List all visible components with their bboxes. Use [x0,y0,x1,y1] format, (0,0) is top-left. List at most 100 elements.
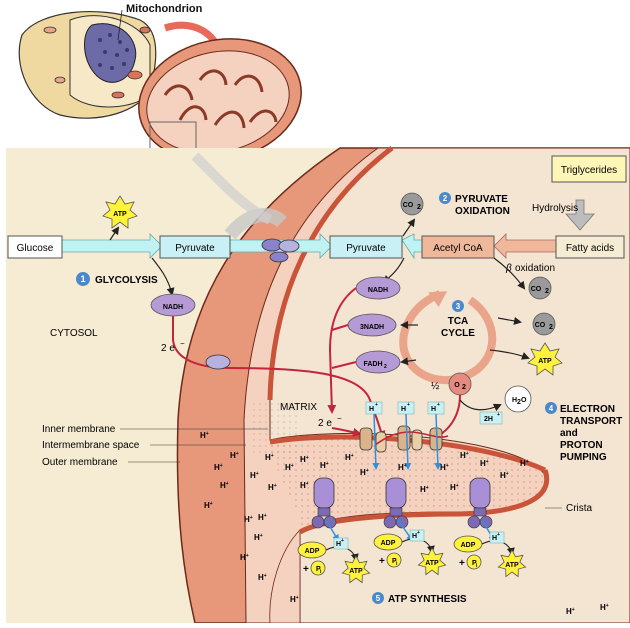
triglycerides-label: Triglycerides [561,165,617,176]
tca-atp-icon [527,342,563,376]
atp-product-icon [497,549,527,578]
beta-oxidation-label: oxidation [515,263,555,274]
intermembrane-protons: H+H+H+H+H+H+H+H+H+H+H+H+H+H+H+H+H+H+H+H+… [200,431,609,616]
glucose-to-pyruvate-arrow [61,233,163,259]
cytosol-label: CYTOSOL [50,328,98,339]
svg-text:CYCLE: CYCLE [441,328,475,339]
step3-circle [452,300,464,312]
plus-sign: + [459,558,465,569]
svg-text:and: and [560,428,578,439]
acetyl-coa-label: Acetyl CoA [433,243,483,254]
svg-text:PYRUVATE: PYRUVATE [455,194,508,205]
half-symbol: ½ [431,381,440,392]
step1-circle [76,272,90,286]
svg-text:PROTON: PROTON [560,440,603,451]
hydrolysis-label: Hydrolysis [532,203,578,214]
pi-subscript: i [396,561,398,567]
proton-label: H+ [265,453,274,462]
svg-text:5: 5 [376,594,381,603]
electron-label-cytosol: 2 e [161,343,175,354]
pi-label: P [316,566,321,573]
zoom-connector [191,152,273,225]
step2-circle [439,192,451,204]
matrix-electron-path [327,287,357,414]
svg-text:O: O [454,382,460,389]
matrix-label: MATRIX [280,402,317,413]
proton-label: H+ [214,463,223,472]
svg-text:H: H [401,406,406,413]
fatty-acids-label: Fatty acids [566,243,614,254]
atp-product-label: ATP [425,560,439,567]
inner-membrane-shuttle [205,354,231,370]
glycolysis-electron-path [172,316,386,440]
h-plus-superscript: + [417,530,420,536]
step4-circle [545,402,557,414]
mitochondrion-leader-line [117,9,123,41]
h-plus-superscript: + [341,538,344,544]
svg-text:O: O [521,397,527,404]
proton-label: H+ [566,607,575,616]
svg-text:2H: 2H [484,416,493,423]
svg-text:−: − [180,339,185,348]
pyruvate-cytosol-box [159,235,231,259]
svg-text:ELECTRON: ELECTRON [560,404,615,415]
pyruvate-matrix-label: Pyruvate [346,243,386,254]
atp-synthesis-label: ATP SYNTHESIS [388,594,467,605]
proton-label: H+ [230,451,239,460]
svg-text:PUMPING: PUMPING [560,452,607,463]
glycolysis-step-label: GLYCOLYSIS [95,275,158,286]
proton-label: H+ [220,481,229,490]
proton-pump-badges: H+ H+ H+ [365,401,445,415]
glycolysis-atp-label: ATP [113,211,127,218]
proton-label: H+ [360,468,369,477]
svg-text:2: 2 [443,194,448,203]
proton-label: H+ [440,463,449,472]
atp-product-label: ATP [349,568,363,575]
atp-product-icon [341,555,371,584]
cell-illustration [18,11,157,119]
glucose-label: Glucose [17,243,54,254]
proton-label: H+ [254,533,263,542]
atp-product-label: ATP [505,562,519,569]
atp-synthase-1 [311,477,337,529]
step5-circle [372,592,384,604]
pi-badge [386,552,402,568]
svg-text:4: 4 [549,404,554,413]
svg-text:H: H [431,406,436,413]
proton-label: H+ [204,501,213,510]
svg-text:+: + [437,402,440,408]
two-h-plus-badge [479,411,503,425]
proton-label: H+ [420,485,429,494]
pi-subscript: i [320,569,322,575]
plus-sign: + [303,564,309,575]
h-plus-label: H [412,533,417,540]
adp-label: ADP [305,548,320,555]
svg-text:2: 2 [549,324,553,331]
svg-text:ATP: ATP [538,358,552,365]
svg-text:2: 2 [384,364,387,370]
glucose-box [7,235,63,259]
proton-label: H+ [300,481,309,490]
proton-label: H+ [300,455,309,464]
h-plus-superscript: + [497,532,500,538]
proton-label: H+ [290,595,299,604]
svg-text:2: 2 [417,204,421,211]
svg-text:2: 2 [517,399,521,406]
svg-text:OXIDATION: OXIDATION [455,206,510,217]
co2-pyruvate-oxidation [400,192,424,216]
svg-text:3: 3 [456,302,461,311]
proton-label: H+ [258,573,267,582]
fatty-acids-to-acetylcoa-arrow [493,233,557,259]
proton-label: H+ [480,459,489,468]
proton-label: H+ [450,483,459,492]
co2-beta-oxidation [528,276,552,300]
proton-label: H+ [258,513,267,522]
proton-label: H+ [200,431,209,440]
svg-text:CO: CO [403,202,414,209]
svg-text:H: H [512,397,517,404]
tca-cycle-arrow [399,290,497,385]
mitochondrion-title: Mitochondrion [126,3,203,15]
